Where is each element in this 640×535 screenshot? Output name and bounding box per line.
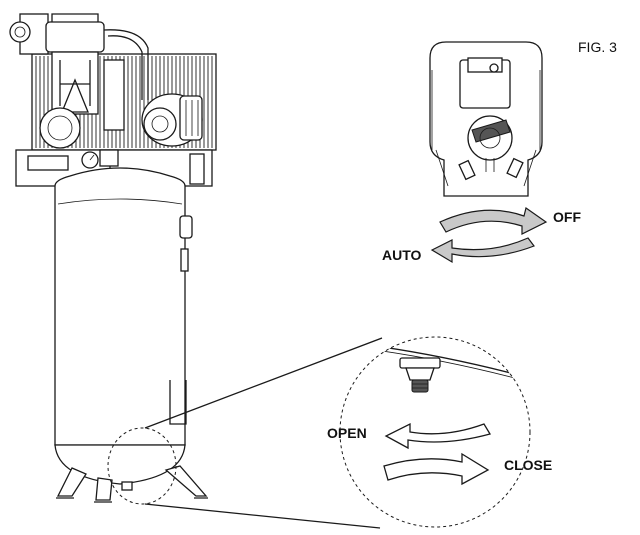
auto-arrow-icon bbox=[430, 237, 535, 264]
pump-head bbox=[9, 13, 149, 149]
off-arrow-icon bbox=[439, 207, 548, 235]
magnified-drain-valve bbox=[339, 336, 531, 528]
open-arrow-icon bbox=[384, 422, 491, 450]
motor bbox=[141, 93, 203, 147]
auto-label: AUTO bbox=[382, 247, 422, 263]
pressure-switch bbox=[429, 41, 548, 264]
close-arrow-icon bbox=[383, 452, 490, 486]
magnifier-leader-lines bbox=[144, 337, 383, 529]
air-tank bbox=[54, 167, 208, 503]
figure-number: FIG. 3 bbox=[578, 39, 617, 55]
air-compressor bbox=[9, 13, 217, 505]
switch-knob bbox=[467, 115, 513, 172]
open-label: OPEN bbox=[327, 425, 367, 441]
off-label: OFF bbox=[553, 209, 581, 225]
close-label: CLOSE bbox=[504, 457, 552, 473]
drain-valve-callout bbox=[107, 427, 177, 505]
